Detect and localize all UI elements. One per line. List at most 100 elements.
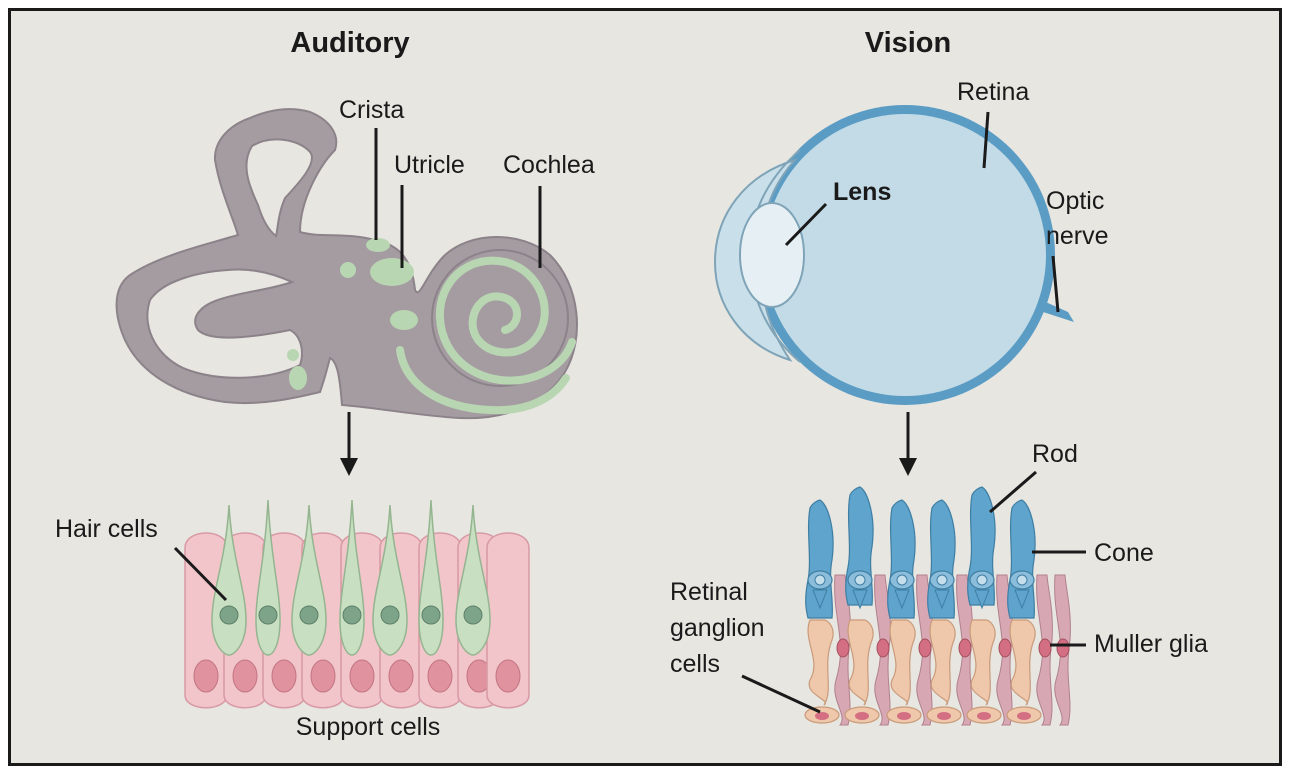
saccule-patch bbox=[390, 310, 418, 330]
hair-cell-nucleus bbox=[463, 605, 483, 625]
semicircular-canal-hole-top bbox=[245, 138, 313, 238]
photoreceptor-terminal bbox=[974, 589, 990, 610]
retina-label: Retina bbox=[957, 78, 1029, 106]
bipolar-cell bbox=[1009, 619, 1036, 706]
photoreceptor-nucleus bbox=[896, 574, 908, 586]
cochlea-spiral bbox=[435, 256, 576, 385]
photoreceptor-cell bbox=[887, 499, 916, 619]
bipolar-cell bbox=[889, 619, 916, 706]
hair-cell-nucleus bbox=[258, 605, 278, 625]
cone-label: Cone bbox=[1094, 539, 1154, 567]
photoreceptor-nucleus bbox=[1016, 574, 1028, 586]
support-cell-nucleus bbox=[427, 659, 453, 693]
optic-nerve-leader bbox=[1051, 255, 1060, 313]
support-cells-label: Support cells bbox=[296, 713, 441, 741]
bipolar-cell bbox=[969, 619, 996, 706]
muller-glia-nucleus bbox=[1056, 638, 1070, 658]
muller-glia-nucleus bbox=[918, 638, 932, 658]
photoreceptor-nucleus bbox=[936, 574, 948, 586]
lens-leader bbox=[784, 202, 828, 247]
hair-cell-nucleus bbox=[299, 605, 319, 625]
optic-nerve-label-line1: Optic bbox=[1046, 187, 1104, 215]
hair-cell-nucleus bbox=[421, 605, 441, 625]
hair-cell bbox=[211, 504, 247, 656]
hair-cells-leader bbox=[173, 546, 228, 602]
support-cell-nucleus bbox=[349, 659, 375, 693]
auditory-arrow-head bbox=[340, 458, 358, 476]
ganglion-cell-nucleus bbox=[1017, 712, 1031, 720]
hair-cell bbox=[372, 504, 408, 656]
photoreceptor-nucleus bbox=[854, 574, 866, 586]
support-cell-nucleus bbox=[388, 659, 414, 693]
photoreceptor-terminal bbox=[934, 589, 950, 610]
utricle-label: Utricle bbox=[394, 151, 465, 179]
crista-label: Crista bbox=[339, 96, 404, 124]
eyeball-body bbox=[764, 114, 1046, 396]
eyeball bbox=[713, 105, 1074, 405]
crista-patch-lower bbox=[289, 366, 307, 390]
photoreceptor-nucleus bbox=[814, 574, 826, 586]
ganglion-cell-nucleus bbox=[977, 712, 991, 720]
cochlea-outer-ring bbox=[431, 249, 569, 387]
photoreceptor-terminal bbox=[852, 589, 868, 610]
bipolar-cell bbox=[929, 619, 956, 706]
retina-cell-layers bbox=[804, 486, 1071, 726]
hair-cell bbox=[455, 504, 491, 656]
hair-cell-epithelium bbox=[184, 499, 530, 709]
rgc-leader bbox=[741, 674, 821, 714]
hair-cell bbox=[418, 499, 444, 656]
inner-ear bbox=[115, 108, 578, 420]
lens-label: Lens bbox=[833, 178, 891, 206]
bipolar-cell bbox=[847, 619, 874, 706]
photoreceptor-terminal bbox=[894, 589, 910, 610]
hair-cells-label: Hair cells bbox=[55, 515, 158, 543]
ganglion-cell-nucleus bbox=[897, 712, 911, 720]
hair-cell bbox=[339, 499, 365, 656]
muller-glia-nucleus bbox=[998, 638, 1012, 658]
support-cell-nucleus bbox=[193, 659, 219, 693]
photoreceptor-cell bbox=[927, 499, 956, 619]
ganglion-cell-nucleus bbox=[815, 712, 829, 720]
rod-leader bbox=[989, 470, 1037, 514]
auditory-title: Auditory bbox=[290, 27, 409, 59]
vision-title: Vision bbox=[865, 27, 952, 59]
photoreceptor-cell bbox=[1007, 499, 1036, 619]
rod-label: Rod bbox=[1032, 440, 1078, 468]
support-cell-nucleus bbox=[232, 659, 258, 693]
vision-arrow-head bbox=[899, 458, 917, 476]
support-cell-nucleus bbox=[495, 659, 521, 693]
hair-cell-nucleus bbox=[342, 605, 362, 625]
support-cell-nucleus bbox=[271, 659, 297, 693]
crista-patch-mid bbox=[287, 349, 299, 361]
rgc-label-line2: ganglion bbox=[670, 614, 765, 642]
hair-cell-nucleus bbox=[219, 605, 239, 625]
muller-glia-nucleus bbox=[876, 638, 890, 658]
rgc-label-line3: cells bbox=[670, 650, 720, 678]
support-cell-nucleus bbox=[310, 659, 336, 693]
hair-cell bbox=[255, 499, 281, 656]
hair-cell-nucleus bbox=[380, 605, 400, 625]
photoreceptor-cell bbox=[805, 499, 834, 619]
hair-cell bbox=[291, 504, 327, 656]
cochlea-label: Cochlea bbox=[503, 151, 595, 179]
retina-leader bbox=[982, 111, 990, 169]
utricle-patch bbox=[370, 258, 414, 286]
lens bbox=[739, 202, 805, 308]
photoreceptor-terminal bbox=[812, 589, 828, 610]
photoreceptor-nucleus bbox=[976, 574, 988, 586]
muller-glia-nucleus bbox=[836, 638, 850, 658]
ganglion-cell-nucleus bbox=[855, 712, 869, 720]
rgc-label-line1: Retinal bbox=[670, 578, 748, 606]
photoreceptor-terminal bbox=[1014, 589, 1030, 610]
optic-nerve-label-line2: nerve bbox=[1046, 222, 1109, 250]
muller-glia-label: Muller glia bbox=[1094, 630, 1208, 658]
semicircular-canal-hole-left bbox=[146, 268, 303, 379]
support-cell bbox=[486, 532, 530, 709]
ganglion-cell-nucleus bbox=[937, 712, 951, 720]
bipolar-cell bbox=[807, 619, 834, 706]
muller-glia-nucleus bbox=[958, 638, 972, 658]
macula-patch-small bbox=[340, 262, 356, 278]
cochlear-duct bbox=[396, 346, 570, 415]
